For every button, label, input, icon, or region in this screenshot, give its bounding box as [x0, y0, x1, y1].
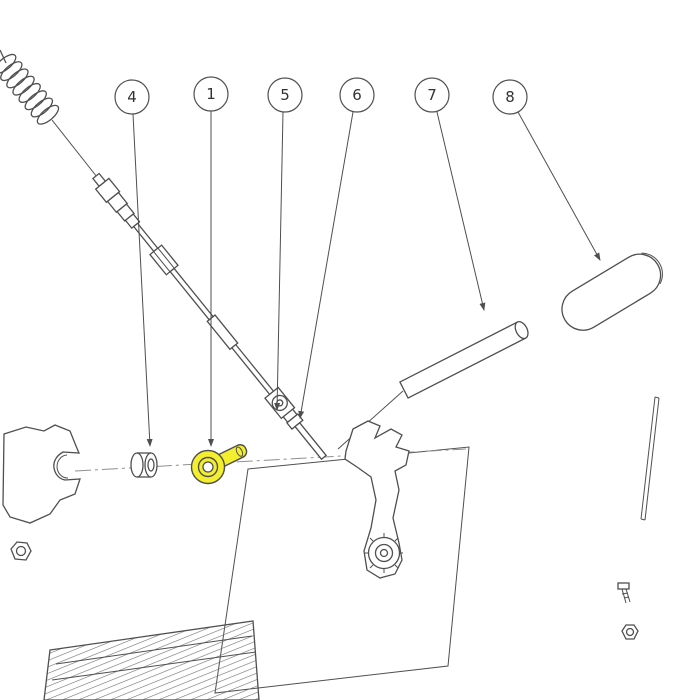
left-bracket-fork-detail	[56, 454, 69, 479]
cable	[51, 119, 98, 178]
callout-bubble	[267, 77, 303, 113]
hatched-bar	[43, 620, 260, 700]
leader-line-6	[298, 111, 354, 419]
callout-bubble	[114, 79, 150, 115]
small-nut	[621, 624, 639, 640]
spring-coil	[36, 104, 60, 125]
nut-body	[621, 624, 639, 640]
rod-end	[640, 518, 646, 521]
bottom-hatched-part	[43, 620, 260, 700]
left-bracket-nut-hole	[15, 545, 27, 557]
callout-label: 4	[127, 88, 137, 106]
spring-coil	[12, 75, 35, 96]
bushing-flange	[130, 452, 144, 478]
cam-roller-hub	[379, 548, 389, 558]
callout-8: 8	[492, 79, 528, 115]
screw-thread	[621, 592, 629, 595]
callout-bubble	[414, 77, 450, 113]
callout-7: 7	[414, 77, 450, 113]
left-bracket	[2, 424, 81, 561]
cam-roller-inner	[374, 543, 394, 563]
screw-head	[617, 582, 630, 590]
eyelet-stem-tip-detail	[235, 446, 244, 457]
callout-bubble	[492, 79, 528, 115]
rod-end	[294, 421, 328, 461]
hatched-bar-edge	[55, 635, 253, 665]
rod-edge	[644, 397, 660, 521]
leader-lines	[132, 111, 601, 447]
callout-label: 7	[427, 86, 437, 104]
lever-bracket	[344, 420, 410, 579]
left-bracket-nut	[10, 541, 32, 561]
pin-body	[399, 321, 527, 399]
leader-line-7	[436, 111, 486, 311]
lever-bracket-body	[344, 420, 410, 579]
callout-bubble	[193, 76, 229, 112]
callout-1: 1	[193, 76, 229, 112]
bushing-bore	[147, 458, 155, 472]
callout-label: 8	[505, 88, 515, 106]
alignment-line	[337, 390, 404, 450]
left-bracket-body	[2, 424, 81, 524]
bushing-face	[144, 452, 158, 478]
bushing	[130, 452, 158, 478]
highlighted-eyelet-part	[190, 444, 248, 485]
screw-thread	[623, 596, 630, 599]
callout-5: 5	[267, 77, 303, 113]
eyelet-hole	[202, 461, 214, 473]
rod-section	[132, 222, 159, 253]
nut-hole	[625, 627, 635, 637]
spring-coil	[0, 61, 23, 82]
rod-edge	[640, 396, 656, 520]
spring	[0, 49, 60, 125]
cam-serrations	[365, 533, 403, 573]
rod-assembly	[91, 172, 328, 461]
rod-section	[169, 267, 215, 321]
cylinder-end-detail	[641, 252, 663, 285]
cylinder-body	[561, 253, 662, 331]
hex-coupling-edge	[153, 251, 171, 273]
callout-4: 4	[114, 79, 150, 115]
callout-6: 6	[339, 77, 375, 113]
leader-line-8	[517, 111, 601, 261]
cylinder-part	[561, 252, 663, 331]
rod-end	[654, 396, 660, 399]
callout-label: 1	[206, 85, 216, 103]
sleeve	[206, 314, 239, 351]
hatched-bar-edge	[51, 651, 257, 681]
callout-label: 6	[352, 86, 362, 104]
leader-line-4	[132, 113, 153, 447]
spring-coil	[0, 53, 17, 74]
pin-end-cap	[514, 321, 529, 340]
small-screw	[617, 582, 631, 604]
spring-coil	[6, 68, 29, 89]
cam-roller	[367, 536, 401, 570]
screw-shaft	[625, 588, 631, 603]
hex-coupling-edge	[157, 247, 175, 269]
spring-coil	[30, 97, 54, 118]
callouts: 4 1 5 6 7 8	[114, 76, 528, 115]
right-thin-rod	[640, 396, 660, 521]
callout-label: 5	[280, 86, 290, 104]
pin-part	[399, 321, 529, 399]
leader-line-5	[274, 111, 284, 411]
callout-bubble	[339, 77, 375, 113]
spring-coil	[24, 90, 47, 111]
screw-shaft	[621, 588, 627, 604]
rod-section	[230, 343, 275, 396]
spring-coil	[18, 82, 41, 103]
spring-end-hook	[0, 49, 7, 64]
